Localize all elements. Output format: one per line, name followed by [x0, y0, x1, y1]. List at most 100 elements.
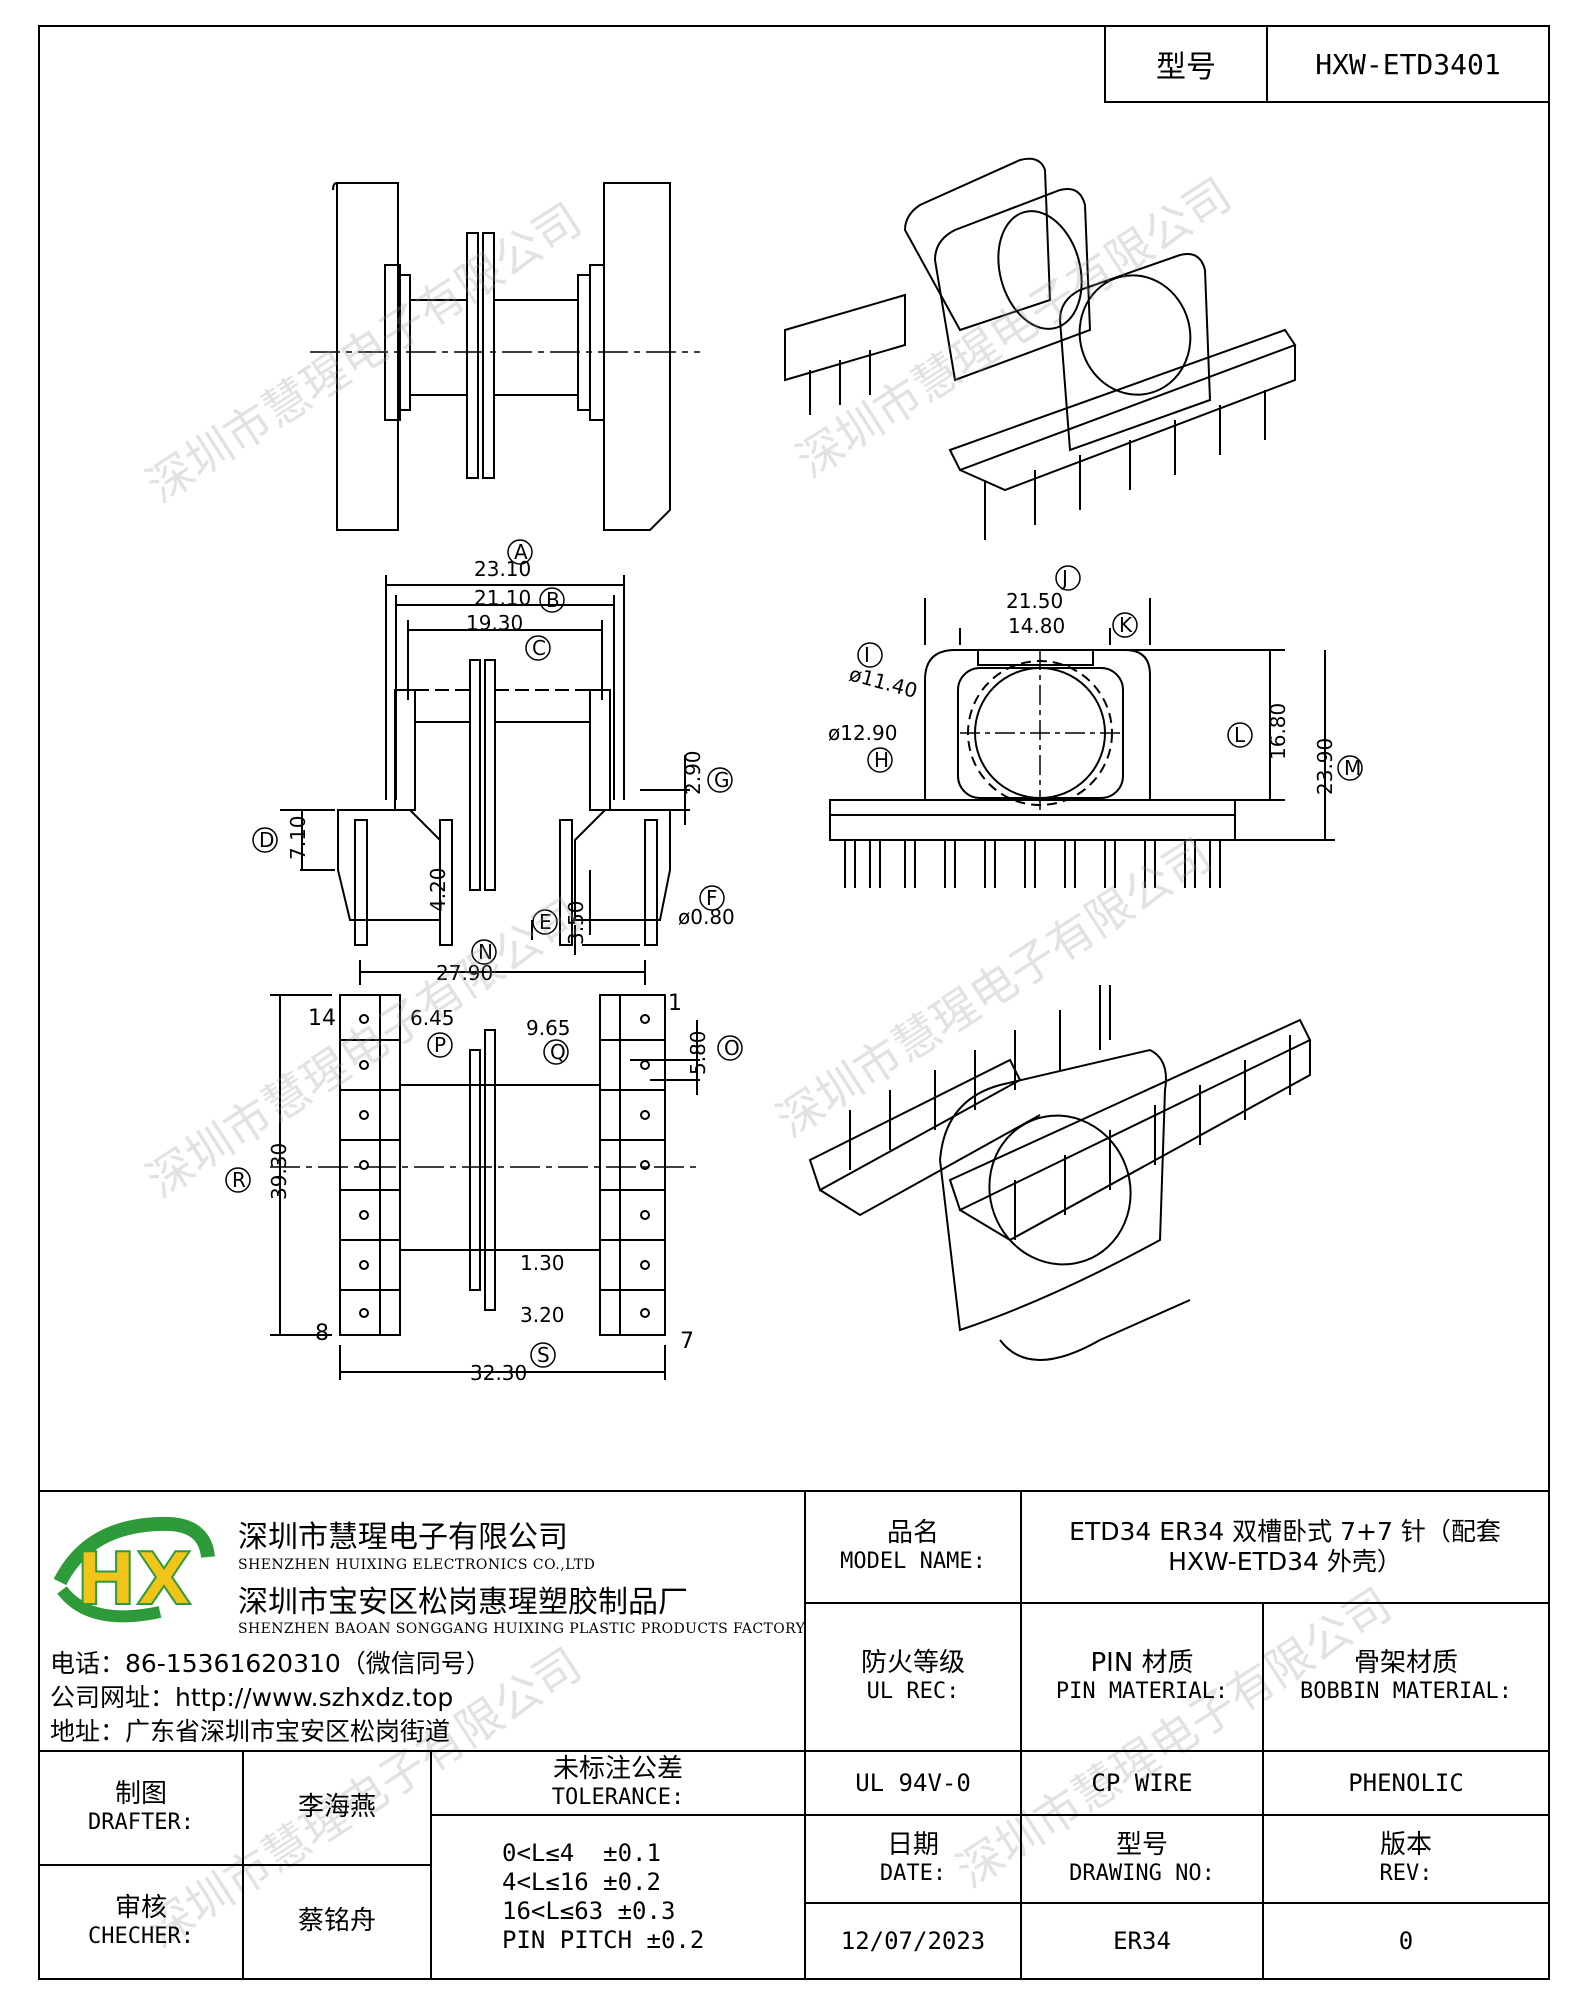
drawing-no-label: 型号 DRAWING NO: — [1020, 1814, 1264, 1904]
pin-hole — [359, 1260, 369, 1270]
dim-label-f: F — [706, 886, 718, 910]
pin-hole — [640, 1060, 650, 1070]
dim-label-circle — [857, 642, 883, 668]
model-name-label: 品名 MODEL NAME: — [804, 1490, 1022, 1604]
dim-value-q: 9.65 — [526, 1016, 571, 1040]
dim-label-j: J — [1060, 566, 1068, 590]
pin-number-7: 7 — [680, 1329, 694, 1354]
dim-label-circle — [539, 587, 565, 613]
dim-value-f: ø0.80 — [678, 905, 735, 929]
pin-hole — [640, 1308, 650, 1318]
dim-value-130: 1.30 — [520, 1251, 565, 1275]
dim-value-s: 32.30 — [470, 1361, 527, 1385]
dim-value-h: ø12.90 — [828, 721, 898, 745]
dim-label-circle — [1055, 565, 1081, 591]
logo-letters: HX — [76, 1537, 192, 1621]
side-view — [829, 598, 1335, 888]
dim-label-i: I — [864, 643, 870, 667]
dim-value-j: 21.50 — [1006, 589, 1063, 613]
dim-label-circle — [717, 1035, 743, 1061]
dim-label-circle — [427, 1032, 453, 1058]
pin-number-8: 8 — [315, 1321, 329, 1346]
dim-label-c: C — [532, 636, 546, 660]
title-block — [38, 1490, 1550, 1980]
dim-value-d: 7.10 — [286, 815, 310, 860]
bottom-view — [270, 960, 700, 1380]
dim-value-n: 27.90 — [436, 961, 493, 985]
rev-label: 版本 REV: — [1262, 1814, 1550, 1904]
dim-label-circle — [1337, 755, 1363, 781]
ul-rec-label: 防火等级 UL REC: — [804, 1602, 1022, 1752]
dim-label-q: Q — [550, 1040, 566, 1064]
dim-label-g: G — [714, 768, 730, 792]
dim-value-i: ø11.40 — [847, 662, 920, 703]
dim-value-e: 3.50 — [564, 900, 588, 945]
dim-value-p: 6.45 — [410, 1006, 455, 1030]
dim-value-c: 19.30 — [466, 611, 523, 635]
date-label: 日期 DATE: — [804, 1814, 1022, 1904]
dim-label-l: L — [1234, 723, 1246, 747]
dim-label-circle — [530, 1342, 556, 1368]
pin-number-14: 14 — [308, 1006, 336, 1031]
factory-name-en: SHENZHEN BAOAN SONGGANG HUIXING PLASTIC … — [238, 1621, 806, 1637]
dim-label-circle — [252, 827, 278, 853]
dim-label-circle — [525, 635, 551, 661]
dim-label-circle — [225, 1167, 251, 1193]
pin-hole — [359, 1160, 369, 1170]
pin-hole — [359, 1110, 369, 1120]
dim-value-m: 23.90 — [1313, 738, 1337, 795]
dim-label-m: M — [1344, 756, 1361, 780]
dim-label-circle — [471, 939, 497, 965]
dim-label-d: D — [259, 828, 274, 852]
dim-label-circle — [867, 747, 893, 773]
company-area: HX 深圳市慧瑆电子有限公司 SHENZHEN HUIXING ELECTRON… — [40, 1492, 806, 1750]
dim-label-h: H — [874, 748, 889, 772]
model-name-value: ETD34 ER34 双槽卧式 7+7 针（配套 HXW-ETD34 外壳） — [1020, 1490, 1550, 1604]
technical-drawing: A 23.10 B 21.10 C 19.30 D 7.10 E 3.50 F … — [225, 157, 1363, 1385]
rev-value: 0 — [1262, 1902, 1550, 1980]
website: 公司网址：http://www.szhxdz.top — [50, 1683, 454, 1712]
pin-holes — [359, 1014, 650, 1318]
company-name-en: SHENZHEN HUIXING ELECTRONICS CO.,LTD — [238, 1557, 596, 1573]
dim-value-l: 16.80 — [1266, 703, 1290, 760]
drafter-name: 李海燕 — [242, 1750, 432, 1866]
pin-hole — [640, 1260, 650, 1270]
dim-label-r: R — [232, 1168, 246, 1192]
dim-value-g: 2.90 — [681, 750, 705, 795]
tolerance-values: 0<L≤4 ±0.1 4<L≤16 ±0.2 16<L≤63 ±0.3 PIN … — [430, 1814, 806, 1980]
type-label: 型号 — [1106, 27, 1268, 101]
dim-label-circle — [532, 909, 558, 935]
type-box: 型号 HXW-ETD3401 — [1104, 25, 1550, 103]
top-view — [310, 182, 700, 531]
iso-view-top — [784, 157, 1297, 540]
address: 地址：广东省深圳市宝安区松岗街道 — [50, 1717, 451, 1746]
dim-label-circle — [507, 539, 533, 565]
dim-value-b: 21.10 — [474, 586, 531, 610]
dim-label-circle — [1227, 722, 1253, 748]
dim-label-s: S — [537, 1343, 550, 1367]
dim-label-n: N — [478, 940, 493, 964]
ul-value: UL 94V-0 — [804, 1750, 1022, 1816]
company-name-cn: 深圳市慧瑆电子有限公司 — [238, 1520, 568, 1555]
dim-label-k: K — [1119, 613, 1133, 637]
bobbin-material-value: PHENOLIC — [1262, 1750, 1550, 1816]
drawing-no-value: ER34 — [1020, 1902, 1264, 1980]
phone: 电话：86-15361620310（微信同号） — [50, 1649, 491, 1678]
dim-value-a: 23.10 — [474, 557, 531, 581]
dim-label-a: A — [514, 540, 528, 564]
pin-hole — [359, 1060, 369, 1070]
dim-label-o: O — [724, 1036, 740, 1060]
checker-label: 审核 CHECHER: — [38, 1864, 244, 1980]
type-value: HXW-ETD3401 — [1315, 47, 1501, 81]
iso-view-bottom — [808, 985, 1312, 1361]
dim-value-r: 39.30 — [267, 1143, 291, 1200]
pin-hole — [359, 1014, 369, 1024]
dim-value-420: 4.20 — [426, 867, 450, 912]
dim-value-k: 14.80 — [1008, 614, 1065, 638]
company-logo: HX — [53, 1516, 215, 1623]
pin-hole — [359, 1210, 369, 1220]
dim-label-p: P — [434, 1033, 446, 1057]
pin-material-label: PIN 材质 PIN MATERIAL: — [1020, 1602, 1264, 1752]
dim-label-circle — [1112, 612, 1138, 638]
pin-hole — [359, 1308, 369, 1318]
